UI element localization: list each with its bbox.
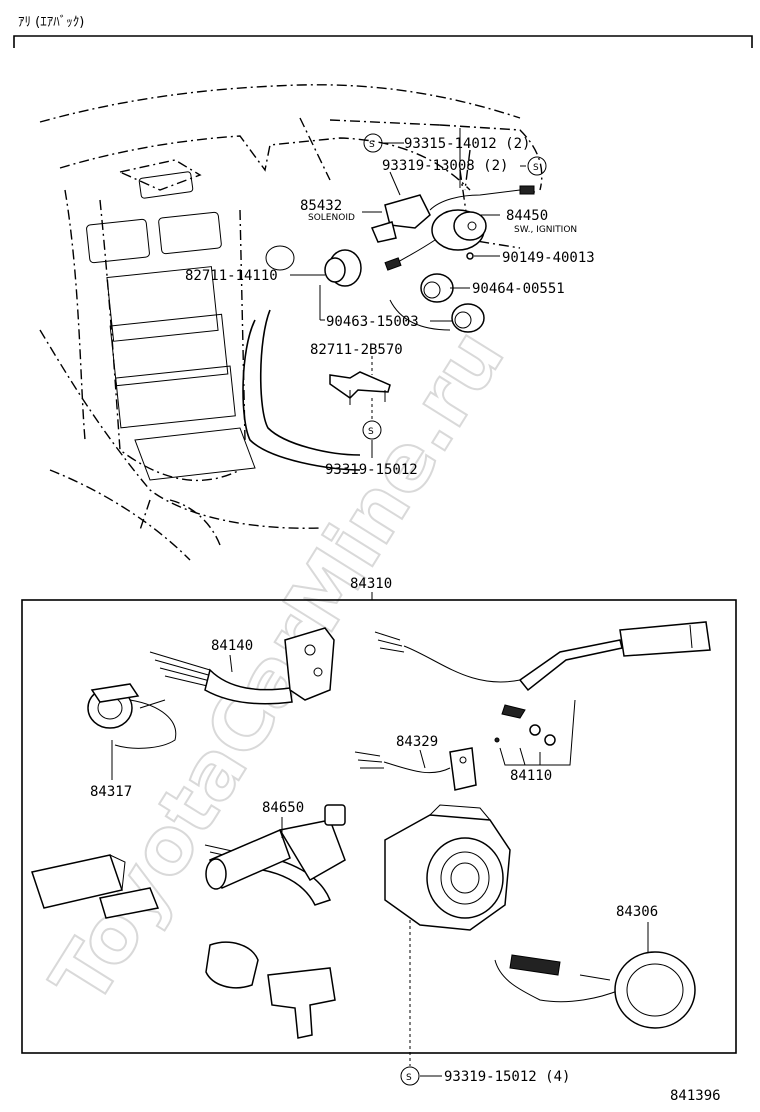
- cable-84317: [87, 683, 177, 749]
- callout-84306: 84306: [616, 904, 658, 920]
- headlight-switch-84650: [204, 804, 346, 906]
- s-symbol-3: S: [362, 420, 382, 440]
- s-symbol-label: S: [368, 427, 374, 437]
- s-symbol-label: S: [406, 1073, 412, 1083]
- callout-84110: 84110: [510, 768, 552, 784]
- callout-90464-00551: 90464-00551: [472, 281, 565, 297]
- callout-93315-14012: 93315-14012 (2): [404, 136, 530, 152]
- instrument-panel-drawing: [39, 84, 543, 561]
- solenoid-part: [370, 185, 536, 243]
- callout-solenoid: SOLENOID: [308, 213, 355, 223]
- housing-parts-left: [31, 854, 336, 1039]
- assembly-84310-frame: [21, 599, 737, 1054]
- callout-sw-ignition: SW., IGNITION: [514, 225, 577, 235]
- diagram-number: 841396: [670, 1088, 721, 1104]
- s-symbol-label: S: [369, 140, 375, 150]
- callout-93319-15012: 93319-15012: [325, 462, 418, 478]
- callout-82711-14110: 82711-14110: [185, 268, 278, 284]
- callout-93319-15012-4: 93319-15012 (4): [444, 1069, 570, 1085]
- wiper-switch-84140: [149, 627, 335, 705]
- bracket-82711-part: [329, 371, 391, 405]
- connector-84329: [354, 747, 477, 791]
- callout-84140: 84140: [211, 638, 253, 654]
- key-cylinder-rings: [324, 249, 485, 333]
- callout-84650: 84650: [262, 800, 304, 816]
- callout-84310: 84310: [350, 576, 392, 592]
- clock-spring-assembly: [384, 804, 511, 931]
- callout-90463-15003: 90463-15003: [326, 314, 419, 330]
- callout-85432: 85432: [300, 198, 342, 214]
- s-symbol-4: S: [400, 1066, 420, 1086]
- header-bracket: [13, 35, 753, 48]
- callout-93319-13008: 93319-13008 (2): [382, 158, 508, 174]
- callout-90149-40013: 90149-40013: [502, 250, 595, 266]
- callout-84450: 84450: [506, 208, 548, 224]
- spiral-cable-84306: [494, 951, 696, 1029]
- callout-84317: 84317: [90, 784, 132, 800]
- leader-lines-top: [290, 128, 526, 458]
- callout-82711-2B570: 82711-2B570: [310, 342, 403, 358]
- ignition-switch-part: [384, 209, 487, 271]
- s-symbol-1: S: [363, 133, 383, 153]
- s-symbol-2: S: [527, 156, 547, 176]
- callout-84329: 84329: [396, 734, 438, 750]
- header-title: ｱﾘ (ｴｱﾊﾞｯｸ): [18, 15, 84, 30]
- turn-signal-lever-84110: [374, 621, 711, 746]
- s-symbol-label: S: [533, 163, 539, 173]
